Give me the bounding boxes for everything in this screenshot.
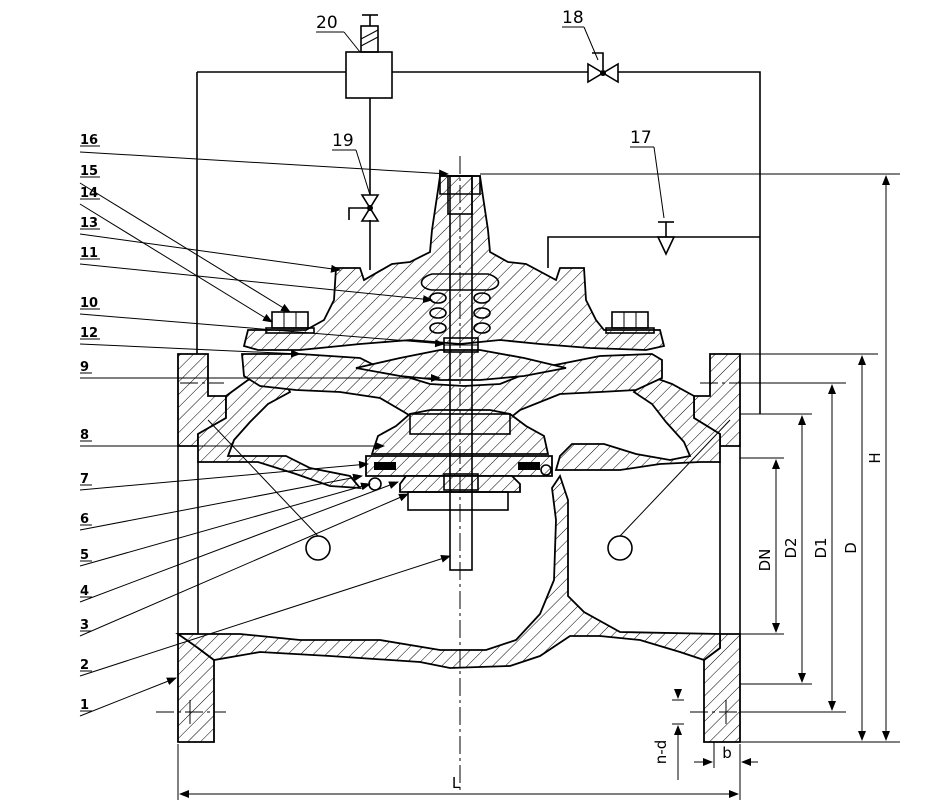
callout-4: 4 xyxy=(80,584,89,599)
dim-dn-label: DN xyxy=(756,549,774,572)
dim-l-label: L xyxy=(452,774,461,792)
dim-b-label: b xyxy=(722,744,732,762)
callout-16: 16 xyxy=(80,133,98,148)
dim-d2-label: D2 xyxy=(782,537,800,558)
bonnet xyxy=(242,175,666,351)
callout-10: 10 xyxy=(80,296,98,311)
filter xyxy=(656,221,676,256)
callout-15: 15 xyxy=(80,164,98,179)
solenoid-valve xyxy=(345,14,393,99)
callout-18: 18 xyxy=(562,8,584,28)
center-lines xyxy=(156,156,746,790)
dim-h-label: H xyxy=(866,452,884,463)
callout-5: 5 xyxy=(80,548,89,563)
callout-19: 19 xyxy=(332,131,354,151)
callout-2: 2 xyxy=(80,658,89,673)
callout-17: 17 xyxy=(630,128,652,148)
ball-valve xyxy=(348,194,380,222)
callout-20: 20 xyxy=(316,13,338,33)
leader-lines xyxy=(79,26,731,717)
callout-13: 13 xyxy=(80,216,98,231)
dimension-lines xyxy=(177,173,900,800)
callout-1: 1 xyxy=(80,698,89,713)
callout-6: 6 xyxy=(80,512,89,527)
dim-nd-label: n-d xyxy=(652,740,670,764)
callout-7: 7 xyxy=(80,472,89,487)
port-circle-left xyxy=(305,535,331,561)
dim-d-label: D xyxy=(842,542,860,554)
internal-parts xyxy=(355,175,567,571)
valve-body xyxy=(175,353,741,743)
callout-9: 9 xyxy=(80,360,89,375)
callout-11: 11 xyxy=(80,246,98,261)
callout-8: 8 xyxy=(80,428,89,443)
dim-d1-label: D1 xyxy=(812,537,830,558)
callout-12: 12 xyxy=(80,326,98,341)
callout-3: 3 xyxy=(80,618,89,633)
callout-14: 14 xyxy=(80,186,98,201)
needle-valve xyxy=(587,52,619,84)
port-circle-right xyxy=(607,535,633,561)
